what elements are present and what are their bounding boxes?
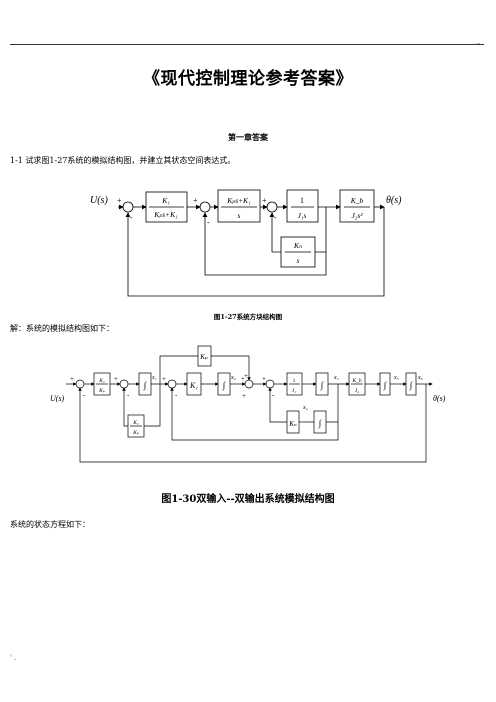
fig2-integrator-1: ∫	[143, 380, 148, 391]
fig2-integrator-4: ∫	[383, 380, 388, 391]
fig1-sum1-plus: +	[117, 196, 122, 205]
fig1-sum1-minus: -	[130, 213, 133, 222]
fig1-sum3-minus: -	[274, 213, 277, 222]
fig1-feedback-numerator: Kₙ	[293, 241, 302, 250]
fig1-output-label: θ(s)	[386, 195, 402, 206]
fig2-sum5-minus: -	[272, 391, 275, 399]
solution-intro: 解：系统的模拟结构图如下：	[10, 324, 114, 333]
fig1-sum2-plus: +	[193, 196, 198, 205]
header-dots: ..	[476, 38, 481, 46]
fig1-block3-numerator: 1	[300, 196, 304, 205]
footer-mark: ' .	[10, 654, 17, 662]
fig2-state-x2: x₂	[230, 375, 236, 381]
fig2-gain-kp: Kₚ	[199, 353, 208, 361]
fig2-sum3-minus: -	[175, 391, 178, 399]
fig2-inv-j1-numerator: 1	[293, 378, 296, 384]
fig2-inv-j1-denominator: J₁	[292, 388, 296, 394]
fig1-block4-numerator: K_b	[350, 196, 364, 205]
fig2-state-x1: x₁	[151, 375, 157, 381]
fig2-sum4-plus-left: +	[241, 375, 245, 383]
fig2-sum2-plus: +	[114, 375, 118, 383]
problem-statement: 1-1 试求图1-27系统的模拟结构图，并建立其状态空间表达式。	[10, 156, 236, 165]
state-equation-intro: 系统的状态方程如下：	[10, 520, 90, 529]
fig2-kb-denominator: J₂	[355, 388, 359, 394]
chapter-heading: 第一章答案	[228, 132, 268, 142]
fig1-feedback-denominator: s	[297, 256, 300, 265]
fig1-sum3-plus: +	[262, 196, 267, 205]
fig2-sum4-plus-top: +	[244, 372, 248, 380]
fig2-sum1-minus: -	[83, 391, 86, 399]
fig2-input-label: U(s)	[50, 394, 65, 403]
header-rule	[10, 44, 484, 45]
fig1-block4-denominator: J₂s²	[351, 211, 363, 220]
fig1-block2-numerator: Kₚs+K₁	[226, 196, 251, 205]
block-diagram-figure-1-27: U(s) θ(s) + - + - + - K₁ Kₚs+K₁ Kₚs+K₁ s…	[90, 189, 402, 297]
fig2-state-x6: x₆	[417, 375, 423, 381]
fig2-fbk-numerator: K₁	[132, 420, 139, 426]
fig2-gain-k1: K₁	[189, 381, 198, 390]
fig2-integrator-2: ∫	[222, 380, 227, 391]
fig2-gain1-numerator: K₁	[98, 378, 105, 384]
fig2-gain1-denominator: Kₚ	[98, 388, 106, 394]
fig2-kb-numerator: K_b	[351, 378, 361, 384]
fig1-block3-denominator: J₁s	[298, 211, 307, 220]
fig2-gain-kn: Kₙ	[288, 420, 297, 428]
fig1-input-label: U(s)	[90, 195, 108, 206]
fig2-fbk-denominator: Kₚ	[132, 430, 140, 436]
simulation-diagram-figure-1-30: U(s) θ(s) + - + - + - + + + + - K₁ Kₚ ∫ …	[50, 345, 446, 463]
figure-1-30-caption: 图1-30双输入--双输出系统模拟结构图	[161, 494, 335, 505]
fig2-sum3-plus: +	[162, 375, 166, 383]
fig2-sum1-plus: +	[70, 375, 74, 383]
fig2-sum5-plus: +	[262, 375, 266, 383]
fig1-sum2-minus: -	[207, 218, 210, 227]
fig2-sum4-plus-bottom: +	[242, 392, 246, 400]
figure-1-27-caption: 图1-27系统方块结构图	[213, 313, 283, 321]
fig2-state-x4: x₄	[302, 405, 308, 411]
fig2-integrator-5: ∫	[409, 380, 414, 391]
fig2-sum2-minus: -	[127, 391, 130, 399]
fig2-state-x5: x₅	[393, 375, 399, 381]
fig2-integrator-6: ∫	[318, 418, 323, 429]
document-title: 《现代控制理论参考答案》	[143, 69, 353, 89]
fig2-output-label: θ(s)	[433, 394, 446, 403]
fig2-integrator-3: ∫	[320, 380, 325, 391]
fig1-block2-denominator: s	[238, 211, 241, 220]
fig1-block1-numerator: K₁	[161, 196, 170, 205]
fig1-block1-denominator: Kₚs+K₁	[153, 210, 178, 219]
fig2-state-x3: x₃	[333, 375, 339, 381]
